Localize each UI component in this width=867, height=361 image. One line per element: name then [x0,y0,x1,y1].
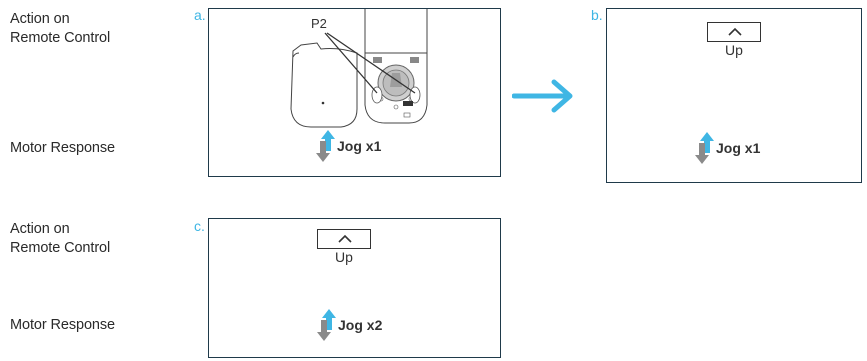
chevron-up-icon [728,27,742,36]
action-label-line1: Action on [10,221,70,237]
action-label-row2: Action on Remote Control [10,220,110,258]
panel-b: Up Jog x1 [606,8,862,183]
chevron-up-icon [338,234,352,243]
motor-response-label-row1: Motor Response [10,140,115,156]
panel-a: P2 Jog x1 [208,8,501,177]
p2-callout-label: P2 [311,16,327,31]
remote-control-illustration [290,9,428,128]
up-down-arrows-icon [316,130,335,162]
up-button-b [707,22,761,42]
jog-label-c: Jog x2 [338,317,383,333]
up-down-arrows-icon [695,132,714,164]
action-label-row1: Action on Remote Control [10,10,110,48]
jog-label-b: Jog x1 [716,140,761,156]
action-label-line2: Remote Control [10,30,111,46]
panel-c: Up Jog x2 [208,218,501,358]
panel-a-letter: a. [194,7,206,23]
up-down-arrows-icon [317,309,336,341]
up-label-b: Up [725,42,743,58]
right-arrow-icon [512,79,573,113]
up-label-c: Up [335,249,353,265]
motor-response-label-row2: Motor Response [10,317,115,333]
panel-b-letter: b. [591,7,603,23]
jog-label-a: Jog x1 [337,138,382,154]
up-button-c [317,229,371,249]
panel-c-letter: c. [194,218,205,234]
action-label-line2: Remote Control [10,240,111,256]
battery-cover [290,42,358,128]
action-label-line1: Action on [10,11,70,27]
